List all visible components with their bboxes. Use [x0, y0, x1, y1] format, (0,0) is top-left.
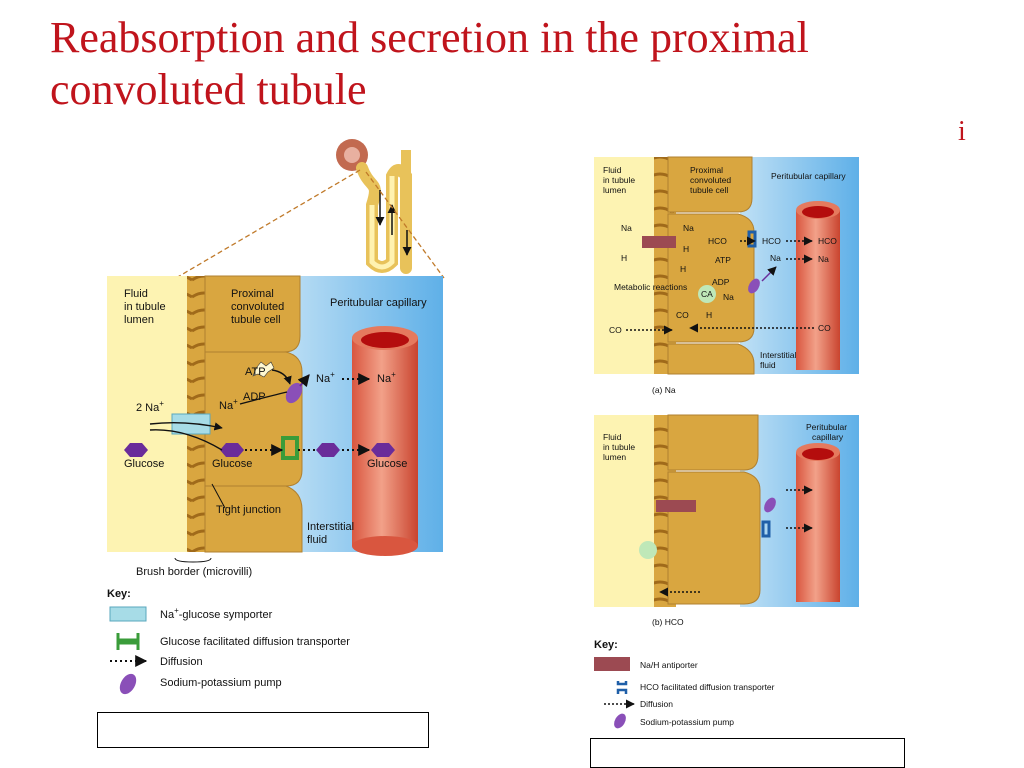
left-key-pump: Sodium-potassium pump — [160, 677, 282, 689]
a-cell-l2: convoluted — [690, 175, 731, 185]
corner-mark: i — [958, 116, 966, 147]
left-key-glucose-transporter: Glucose facilitated diffusion transporte… — [160, 636, 350, 648]
a-caption: (a) Na — [652, 385, 676, 395]
a-na-left: Na — [621, 223, 632, 233]
left-lumen-l3: lumen — [124, 314, 154, 326]
left-key-title: Key: — [107, 588, 131, 600]
right-answer-box[interactable] — [590, 738, 905, 768]
left-answer-box[interactable] — [97, 712, 429, 748]
a-lumen-l2: in tubule — [603, 175, 635, 185]
left-adp: ADP — [243, 391, 266, 403]
a-hco3-2: HCO — [762, 236, 781, 246]
a-cell-l3: tubule cell — [690, 185, 728, 195]
left-cell-l1: Proximal — [231, 288, 274, 300]
left-key-diffusion: Diffusion — [160, 656, 203, 668]
left-interstitial-l1: Interstitial — [307, 521, 354, 533]
left-brush-border: Brush border (microvilli) — [136, 566, 252, 578]
a-metabolic: Metabolic reactions — [614, 282, 687, 292]
a-adp: ADP — [712, 277, 730, 287]
right-key-hco3-transporter: HCO facilitated diffusion transporter — [640, 682, 775, 692]
left-key — [109, 606, 148, 695]
left-na-cell: Na+ — [219, 397, 238, 412]
a-na-cap1: Na — [770, 253, 781, 263]
left-tight-junction: Tight junction — [216, 504, 281, 516]
a-hco3-1: HCO — [708, 236, 727, 246]
b-caption: (b) HCO — [652, 617, 684, 627]
right-panel-a — [594, 156, 859, 375]
left-glucose-lumen: Glucose — [124, 458, 164, 470]
left-diagram — [107, 275, 443, 563]
a-ca: CA — [701, 289, 713, 299]
right-key-pump: Sodium-potassium pump — [640, 717, 734, 727]
a-interstitial-l2: fluid — [760, 360, 776, 370]
right-key-title: Key: — [594, 639, 618, 651]
a-co2-cell: CO — [676, 310, 689, 320]
a-na-right: Na — [683, 223, 694, 233]
b-lumen-l1: Fluid — [603, 432, 622, 442]
a-h2o: H — [706, 310, 712, 320]
a-h2co3: H — [680, 264, 686, 274]
a-co2-right: CO — [818, 323, 831, 333]
left-interstitial-l2: fluid — [307, 534, 327, 546]
right-panel-b — [594, 414, 859, 607]
a-h-left: H — [621, 253, 627, 263]
left-cell-l3: tubule cell — [231, 314, 281, 326]
left-glucose-cap: Glucose — [367, 458, 407, 470]
a-lumen-l3: lumen — [603, 185, 626, 195]
right-key-diffusion: Diffusion — [640, 699, 673, 709]
b-lumen-l2: in tubule — [603, 442, 635, 452]
left-na-cap2: Na+ — [377, 370, 396, 385]
a-h-right: H — [683, 244, 689, 254]
a-interstitial-l1: Interstitial — [760, 350, 796, 360]
a-capillary-label: Peritubular capillary — [771, 171, 846, 181]
left-lumen-l2: in tubule — [124, 301, 166, 313]
a-co2-left: CO — [609, 325, 622, 335]
left-capillary-label: Peritubular capillary — [330, 297, 427, 309]
b-capillary-l1: Peritubular — [806, 422, 847, 432]
left-2na: 2 Na+ — [136, 399, 164, 414]
left-key-symporter: Na+-glucose symporter — [160, 606, 273, 621]
left-atp: ATP — [245, 366, 266, 378]
a-lumen-l1: Fluid — [603, 165, 622, 175]
left-cell-l2: convoluted — [231, 301, 284, 313]
left-na-cap1: Na+ — [316, 370, 335, 385]
b-lumen-l3: lumen — [603, 452, 626, 462]
left-glucose-cell: Glucose — [212, 458, 252, 470]
nephron-inset — [175, 139, 445, 279]
page-title: Reabsorption and secretion in the proxim… — [50, 13, 809, 114]
a-na-pump: Na — [723, 292, 734, 302]
a-cell-l1: Proximal — [690, 165, 723, 175]
right-key — [594, 657, 635, 729]
left-lumen-l1: Fluid — [124, 288, 148, 300]
a-atp: ATP — [715, 255, 731, 265]
right-key-antiporter: Na/H antiporter — [640, 660, 698, 670]
b-capillary-l2: capillary — [812, 432, 844, 442]
a-na-cap2: Na — [818, 254, 829, 264]
a-hco3-3: HCO — [818, 236, 837, 246]
